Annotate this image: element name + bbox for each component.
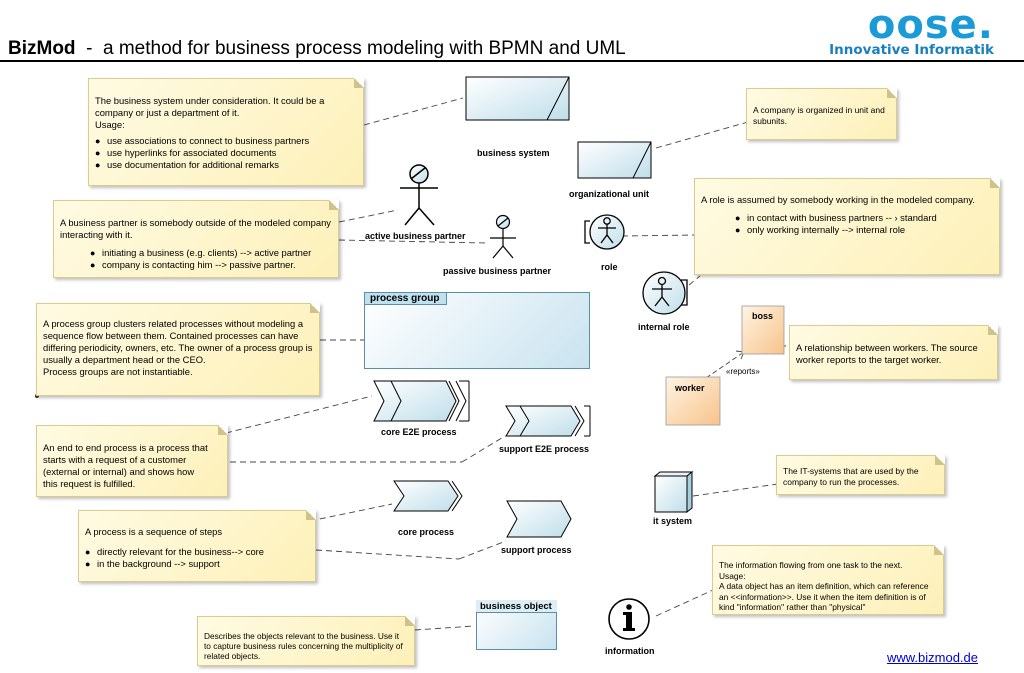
list-item: use documentation for additional remarks: [95, 159, 357, 171]
core-e2e-process-shape[interactable]: [373, 380, 470, 422]
note-process-group-text: A process group clusters related process…: [43, 318, 313, 377]
page-title: BizMod - a method for business process m…: [8, 38, 626, 60]
it-system-shape[interactable]: [653, 470, 694, 514]
note-organizational-unit-text: A company is organized in unit and subun…: [753, 105, 885, 126]
note-it-system-text: The IT-systems that are used by the comp…: [783, 466, 919, 487]
list-item: use associations to connect to business …: [95, 135, 357, 147]
note-role: A role is assumed by somebody working in…: [694, 178, 1000, 275]
title-underline: [0, 60, 1024, 62]
list-item: use hyperlinks for associated documents: [95, 147, 357, 159]
list-item: in the background --> support: [85, 558, 309, 570]
organizational-unit-label: organizational unit: [569, 189, 649, 199]
it-system-label: it system: [653, 516, 693, 526]
note-connectors: [225, 97, 790, 631]
note-information-text: The information flowing from one task to…: [719, 560, 929, 612]
note-business-object-text: Describes the objects relevant to the bu…: [204, 631, 403, 661]
note-role-text: A role is assumed by somebody working in…: [701, 194, 975, 205]
organizational-unit-shape[interactable]: [577, 141, 652, 179]
note-business-partner-list: initiating a business (e.g. clients) -->…: [90, 247, 332, 271]
worker-shape[interactable]: [665, 376, 721, 426]
logo-subtitle: Innovative Informatik: [829, 42, 994, 58]
process-group-label: process group: [370, 293, 440, 304]
reports-label: «reports»: [726, 367, 760, 376]
title-rest: - a method for business process modeling…: [75, 38, 626, 59]
boss-label: boss: [752, 311, 774, 321]
logo-word: oose.: [867, 2, 994, 48]
note-business-system: The business system under consideration.…: [88, 78, 364, 186]
worker-label: worker: [675, 383, 705, 393]
information-icon[interactable]: [608, 598, 650, 640]
note-business-system-list: use associations to connect to business …: [95, 135, 357, 171]
bizmod-website-link[interactable]: www.bizmod.de: [886, 650, 978, 665]
note-e2e-process-text: An end to end process is a process that …: [43, 442, 208, 489]
business-object-label: business object: [480, 601, 552, 612]
note-process-text: A process is a sequence of steps: [85, 526, 223, 537]
oose-logo: oose. Innovative Informatik: [829, 2, 994, 58]
process-group-shape[interactable]: process group: [364, 292, 590, 369]
note-business-object: Describes the objects relevant to the bu…: [197, 616, 415, 666]
note-worker-relationship: A relationship between workers. The sour…: [789, 325, 998, 380]
core-process-label: core process: [398, 527, 455, 537]
business-system-shape[interactable]: [465, 76, 570, 121]
active-business-partner-icon[interactable]: [400, 164, 438, 226]
note-process: A process is a sequence of steps directl…: [78, 510, 316, 582]
note-process-list: directly relevant for the business--> co…: [85, 546, 309, 570]
internal-role-label: internal role: [638, 322, 690, 332]
note-business-system-text: The business system under consideration.…: [95, 95, 325, 130]
support-process-label: support process: [501, 545, 572, 555]
note-business-partner: A business partner is somebody outside o…: [53, 200, 339, 278]
list-item: company is contacting him --> passive pa…: [90, 259, 332, 271]
support-process-shape[interactable]: [506, 500, 572, 538]
internal-role-icon[interactable]: [642, 271, 688, 315]
business-object-shape[interactable]: business object: [476, 600, 557, 650]
note-role-list: in contact with business partners -- › s…: [735, 212, 993, 236]
list-item: in contact with business partners -- › s…: [735, 212, 993, 224]
title-bold: BizMod: [8, 38, 76, 59]
core-e2e-process-label: core E2E process: [381, 427, 457, 437]
note-information: The information flowing from one task to…: [712, 545, 944, 615]
business-system-label: business system: [477, 148, 550, 158]
note-e2e-process: An end to end process is a process that …: [36, 425, 228, 497]
role-label: role: [601, 262, 618, 272]
note-it-system: The IT-systems that are used by the comp…: [776, 455, 945, 495]
active-business-partner-label: active business partner: [365, 231, 466, 241]
note-business-partner-text: A business partner is somebody outside o…: [60, 217, 331, 240]
note-worker-relationship-text: A relationship between workers. The sour…: [796, 342, 978, 365]
passive-business-partner-icon[interactable]: [490, 214, 516, 259]
list-item: only working internally --> internal rol…: [735, 224, 993, 236]
business-object-tab: [476, 600, 557, 613]
boss-shape[interactable]: [741, 305, 785, 355]
list-item: initiating a business (e.g. clients) -->…: [90, 247, 332, 259]
support-e2e-process-shape[interactable]: [505, 405, 591, 437]
core-process-shape[interactable]: [393, 480, 463, 512]
passive-business-partner-label: passive business partner: [443, 266, 552, 276]
list-item: directly relevant for the business--> co…: [85, 546, 309, 558]
note-organizational-unit: A company is organized in unit and subun…: [746, 88, 897, 140]
information-label: information: [605, 646, 655, 656]
process-group-tab: [364, 292, 447, 305]
note-process-group: A process group clusters related process…: [36, 303, 320, 396]
support-e2e-process-label: support E2E process: [499, 444, 590, 454]
role-icon[interactable]: [584, 214, 625, 250]
